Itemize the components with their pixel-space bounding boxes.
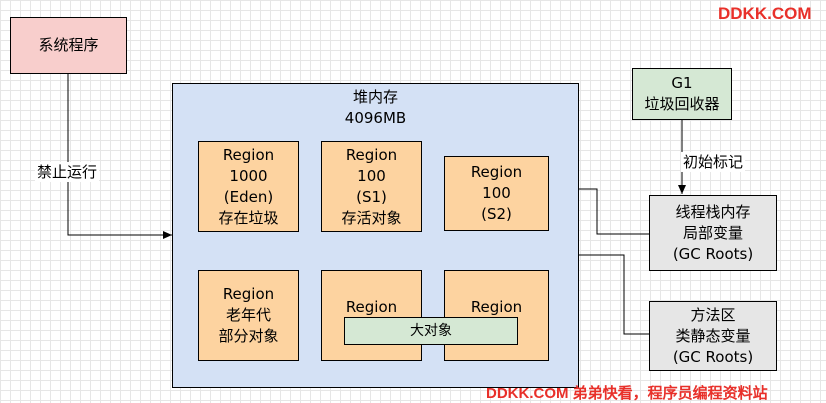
region-s1: Region 100 (S1) 存活对象 <box>321 141 422 232</box>
region-large-object-1-line: Region <box>345 298 398 316</box>
region-s2-line: Region <box>470 163 523 181</box>
region-large-object-2-line: Region <box>470 298 523 316</box>
region-s1-line: Region <box>345 145 398 164</box>
region-s2-line: 100 <box>482 184 511 202</box>
region-s2-line: (S2) <box>481 205 512 223</box>
region-s1-line: (S1) <box>356 187 387 206</box>
edge-system-to-heap <box>67 73 172 239</box>
region-old-line: Region <box>222 285 275 303</box>
region-eden-line: (Eden) <box>223 187 274 206</box>
region-old-line: 老年代 <box>225 306 271 324</box>
method-area-line: 类静态变量 <box>675 326 751 345</box>
thread-stack-line: 局部变量 <box>682 223 743 242</box>
region-eden-line: 存在垃圾 <box>218 208 279 227</box>
thread-stack-line: (GC Roots) <box>672 244 754 263</box>
region-s2: Region 100 (S2) <box>444 156 549 231</box>
region-large-object-2: Region <box>444 270 549 361</box>
g1-gc-box: G1 垃圾回收器 <box>632 68 732 120</box>
stop-label: 禁止运行 <box>35 162 100 182</box>
initial-mark-label: 初始标记 <box>681 152 746 172</box>
region-eden: Region 1000 (Eden) 存在垃圾 <box>198 141 299 232</box>
region-old: Region 老年代 部分对象 <box>198 270 299 361</box>
method-area-box: 方法区 类静态变量 (GC Roots) <box>649 301 777 371</box>
g1-gc-line: G1 <box>671 74 693 92</box>
method-area-line: 方法区 <box>690 305 736 324</box>
region-eden-line: Region <box>222 145 275 164</box>
large-object-label: 大对象 <box>410 322 452 339</box>
thread-stack-line: 线程栈内存 <box>675 202 751 221</box>
system-program-label: 系统程序 <box>38 36 99 54</box>
g1-gc-line: 垃圾回收器 <box>644 95 720 113</box>
large-object-bar: 大对象 <box>344 317 518 345</box>
heap-size: 4096MB <box>344 109 407 127</box>
region-s1-line: 存活对象 <box>341 208 402 227</box>
thread-stack-box: 线程栈内存 局部变量 (GC Roots) <box>649 195 777 271</box>
region-eden-line: 1000 <box>229 166 268 185</box>
brand-watermark-bottom: DDKK.COM 弟弟快看，程序员编程资料站 <box>486 385 768 402</box>
region-s1-line: 100 <box>357 166 386 185</box>
region-old-line: 部分对象 <box>218 327 279 345</box>
system-program-box: 系统程序 <box>10 17 127 74</box>
brand-watermark-top: DDKK.COM <box>718 4 812 23</box>
region-large-object-1: Region <box>321 270 422 361</box>
method-area-line: (GC Roots) <box>672 347 754 366</box>
heap-title: 堆内存 <box>352 88 398 106</box>
